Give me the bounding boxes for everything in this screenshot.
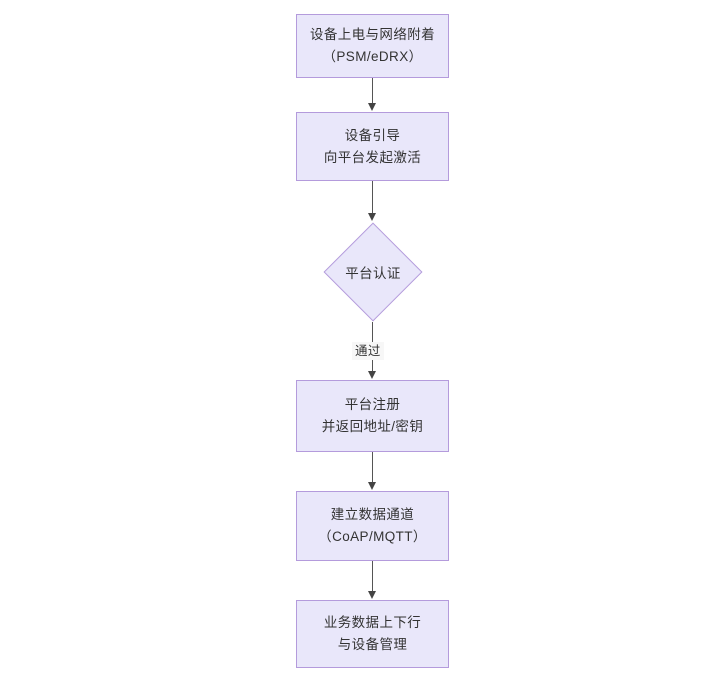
arrowhead-icon-4 — [368, 482, 376, 490]
arrowhead-icon-3 — [368, 371, 376, 379]
node-power-on-line2: （PSM/eDRX） — [322, 49, 423, 64]
node-business-data-line2: 与设备管理 — [337, 637, 408, 652]
connector-power-on-to-bootstrap — [372, 78, 373, 104]
connector-data-channel-to-business-data — [372, 561, 373, 592]
arrowhead-icon-2 — [368, 213, 376, 221]
arrowhead-icon-1 — [368, 103, 376, 111]
connector-bootstrap-to-platform-auth — [372, 181, 373, 214]
node-platform-register[interactable]: 平台注册 并返回地址/密钥 — [296, 380, 449, 452]
arrowhead-icon-5 — [368, 591, 376, 599]
node-bootstrap-line1: 设备引导 — [344, 127, 401, 143]
node-bootstrap[interactable]: 设备引导 向平台发起激活 — [296, 112, 449, 181]
connector-register-to-data-channel — [372, 452, 373, 483]
node-platform-register-line1: 平台注册 — [344, 397, 401, 412]
node-platform-auth-label: 平台认证 — [345, 266, 401, 281]
node-business-data-line1: 业务数据上下行 — [323, 615, 422, 630]
node-data-channel[interactable]: 建立数据通道 （CoAP/MQTT） — [296, 491, 449, 561]
edge-label-pass: 通过 — [352, 342, 384, 360]
node-data-channel-line2: （CoAP/MQTT） — [318, 529, 427, 544]
node-power-on-line1: 设备上电与网络附着 — [309, 27, 436, 42]
node-platform-register-line2: 并返回地址/密钥 — [321, 419, 424, 434]
node-power-on[interactable]: 设备上电与网络附着 （PSM/eDRX） — [296, 14, 449, 78]
node-bootstrap-line2: 向平台发起激活 — [323, 149, 422, 165]
node-business-data[interactable]: 业务数据上下行 与设备管理 — [296, 600, 449, 668]
node-platform-auth[interactable]: 平台认证 — [323, 222, 423, 322]
node-data-channel-line1: 建立数据通道 — [330, 507, 415, 522]
